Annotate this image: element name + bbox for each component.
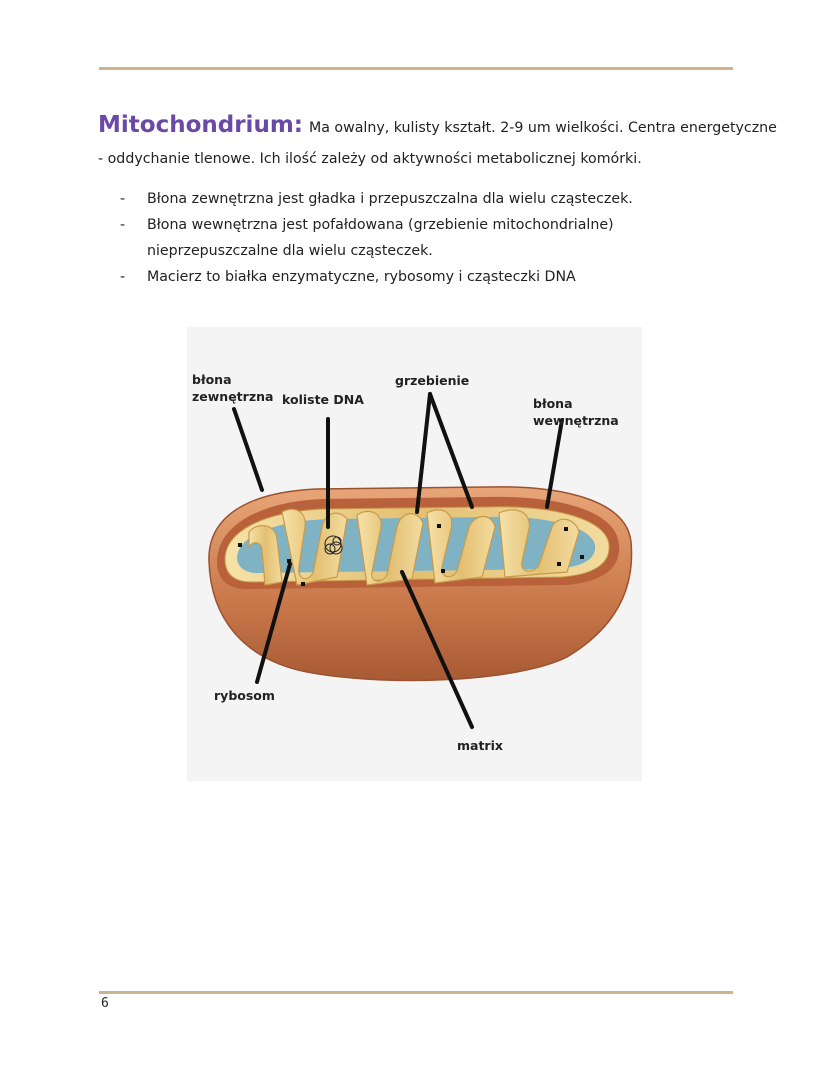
label-cristae: grzebienie	[395, 373, 469, 388]
mitochondrion-diagram: błona zewnętrzna koliste DNA grzebienie …	[187, 327, 642, 781]
leader-lines	[232, 392, 564, 729]
cristae-folds	[248, 508, 580, 586]
label-outer-membrane-1: błona	[192, 372, 232, 387]
bullet-text: Błona wewnętrzna jest pofałdowana (grzeb…	[147, 217, 614, 259]
bullet-dash: -	[120, 217, 126, 233]
circular-dna	[324, 535, 343, 555]
bullet-dash: -	[120, 191, 126, 207]
heading-continuation: - oddychanie tlenowe. Ich ilość zależy o…	[98, 151, 642, 167]
bullet-list: - Błona zewnętrzna jest gładka i przepusz…	[120, 186, 680, 290]
bullet-text: Błona zewnętrzna jest gładka i przepuszc…	[147, 191, 633, 207]
label-matrix: matrix	[457, 738, 503, 753]
label-outer-membrane-2: zewnętrzna	[192, 389, 273, 404]
page-number: 6	[101, 996, 109, 1011]
mitochondrion-illustration: błona zewnętrzna koliste DNA grzebienie …	[192, 372, 633, 753]
bullet-text: Macierz to białka enzymatyczne, rybosomy…	[147, 269, 576, 285]
label-inner-membrane-1: błona	[533, 396, 573, 411]
label-ribosome: rybosom	[214, 688, 275, 703]
list-item: - Błona zewnętrzna jest gładka i przepusz…	[120, 186, 680, 212]
list-item: - Macierz to białka enzymatyczne, rybosom…	[120, 264, 680, 290]
top-divider	[99, 67, 733, 70]
ribosome-dots	[238, 524, 584, 586]
section-title: Mitochondrium:	[98, 112, 303, 138]
label-dna: koliste DNA	[282, 392, 364, 407]
heading-paragraph: Mitochondrium: Ma owalny, kulisty kształt…	[98, 110, 777, 143]
list-item: - Błona wewnętrzna jest pofałdowana (grze…	[120, 212, 680, 264]
bottom-divider	[99, 991, 733, 994]
heading-text: Ma owalny, kulisty kształt. 2-9 um wielk…	[308, 120, 777, 136]
label-inner-membrane-2: wewnętrzna	[533, 413, 619, 428]
bullet-dash: -	[120, 269, 126, 285]
